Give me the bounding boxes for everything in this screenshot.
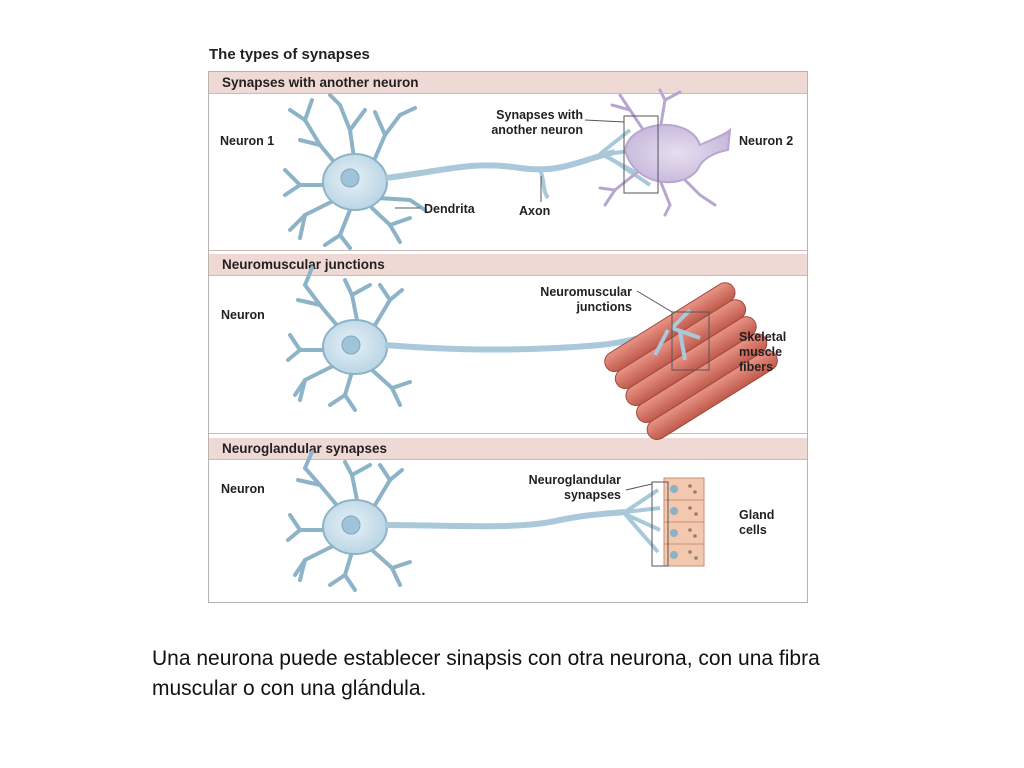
- gland-synapse-highlight-box: [651, 481, 669, 567]
- label-neuron-motor: Neuron: [221, 308, 265, 322]
- label-neuroglandular-synapses: Neuroglandular synapses: [528, 473, 621, 502]
- callout-line: [636, 290, 673, 313]
- nucleus-icon: [341, 335, 361, 355]
- axon-neuron-1: [384, 149, 616, 181]
- label-gland-cells: Gland cells: [739, 508, 775, 537]
- callout-line: [625, 483, 653, 491]
- label-neuron-2: Neuron 2: [739, 134, 794, 148]
- panel-separator: [209, 433, 807, 434]
- label-synapses-neuron: Synapses with another neuron: [491, 108, 583, 137]
- soma-neuron-2: [623, 124, 732, 184]
- junction-highlight-box: [671, 311, 710, 371]
- label-neuron-glandular: Neuron: [221, 482, 265, 496]
- neuron-2: [598, 88, 732, 217]
- label-neuron-1: Neuron 1: [220, 134, 275, 148]
- gland-cells-icon: [663, 477, 705, 567]
- figure-title: The types of synapses: [209, 46, 370, 63]
- label-skeletal-muscle: Skeletal muscle fibers: [739, 330, 787, 374]
- synapse-highlight-box: [623, 115, 659, 194]
- panel-heading-neuroglandular: Neuroglandular synapses: [209, 438, 807, 460]
- gland-terminals: [623, 488, 661, 554]
- axon-glandular: [384, 509, 626, 530]
- nucleus-icon: [341, 515, 361, 535]
- nucleus-icon: [340, 168, 360, 188]
- label-dendrites: Dendrita: [424, 202, 475, 216]
- axon-collateral: [538, 169, 550, 200]
- panel-separator: [209, 250, 807, 251]
- panel-heading-neuron: Synapses with another neuron: [209, 72, 807, 94]
- label-neuromuscular-junctions: Neuromuscular junctions: [540, 285, 632, 314]
- label-axon: Axon: [519, 204, 551, 218]
- panel-heading-neuromuscular: Neuromuscular junctions: [209, 254, 807, 276]
- slide-caption: Una neurona puede establecer sinapsis co…: [152, 647, 820, 700]
- motor-end-plates: [653, 308, 701, 361]
- callout-line: [584, 119, 625, 123]
